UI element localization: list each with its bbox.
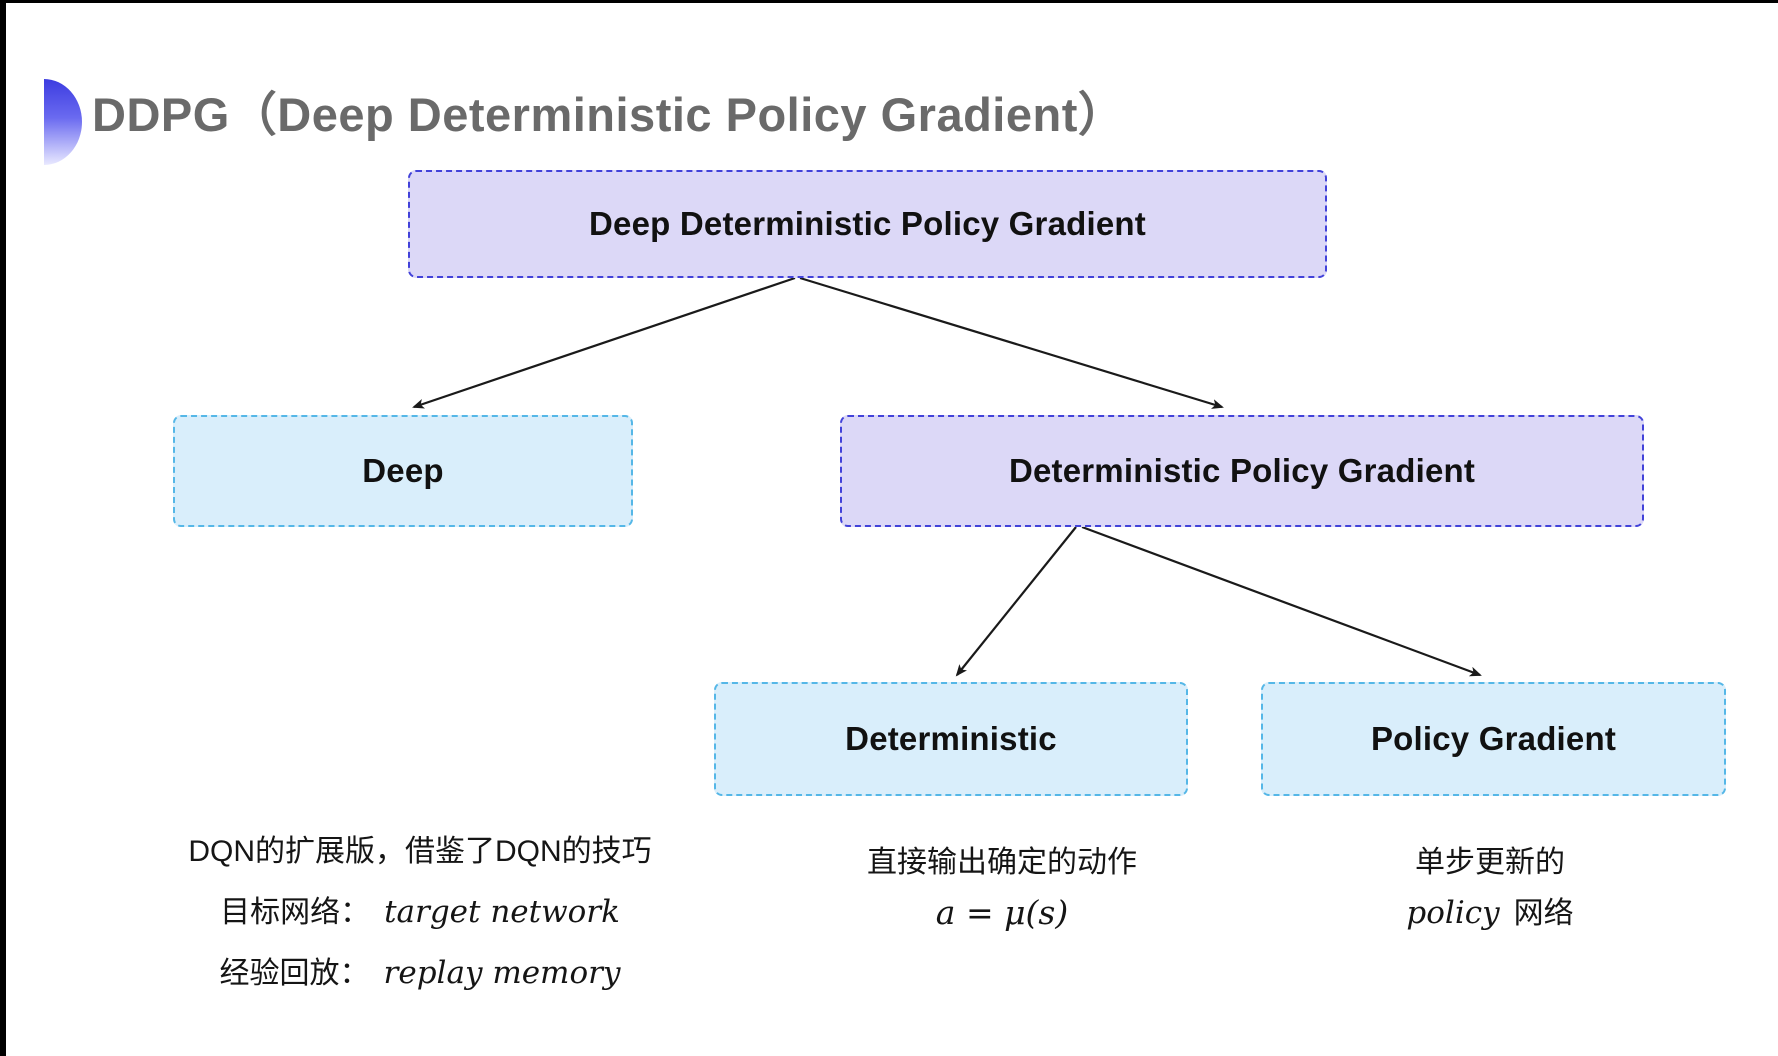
node-label: Deep bbox=[362, 452, 444, 489]
arrow-dpg-to-deterministic bbox=[955, 526, 1077, 677]
target-network-label: 目标网络： bbox=[220, 896, 371, 929]
note-deep-line3: 经验回放： replay memory bbox=[120, 943, 720, 1004]
node-label: Policy Gradient bbox=[1370, 720, 1617, 757]
node-policy-gradient: Policy Gradient bbox=[1261, 682, 1726, 796]
note-policy-gradient: 单步更新的 policy 网络 bbox=[1268, 838, 1712, 939]
note-policy-gradient-line1: 单步更新的 bbox=[1415, 846, 1565, 879]
top-border-line bbox=[0, 0, 1778, 3]
note-deep: DQN的扩展版，借鉴了DQN的技巧 目标网络： target network 经验… bbox=[120, 822, 720, 1004]
replay-memory-label: 经验回放： bbox=[219, 957, 370, 990]
note-deep-line1: DQN的扩展版，借鉴了DQN的技巧 bbox=[188, 835, 652, 868]
note-deterministic: 直接输出确定的动作 a = μ(s) bbox=[780, 838, 1224, 938]
note-deterministic-line1: 直接输出确定的动作 bbox=[867, 846, 1137, 879]
arrow-dpg-to-policy-gradient bbox=[1081, 525, 1482, 677]
policy-word: policy bbox=[1406, 895, 1500, 931]
node-deterministic: Deterministic bbox=[714, 682, 1188, 796]
note-deep-line2: 目标网络： target network bbox=[120, 882, 720, 943]
node-label: Deterministic bbox=[845, 720, 1057, 757]
node-label: Deep Deterministic Policy Gradient bbox=[589, 205, 1146, 242]
node-deep: Deep bbox=[173, 415, 633, 527]
arrow-root-to-dpg bbox=[799, 276, 1224, 409]
note-policy-gradient-line2: policy 网络 bbox=[1268, 888, 1712, 939]
node-deterministic-policy-gradient: Deterministic Policy Gradient bbox=[840, 415, 1644, 527]
node-deep-deterministic-policy-gradient: Deep Deterministic Policy Gradient bbox=[408, 170, 1327, 278]
network-word: 网络 bbox=[1513, 897, 1574, 930]
page-title: DDPG（Deep Deterministic Policy Gradient） bbox=[92, 88, 1126, 141]
target-network-value: target network bbox=[384, 894, 620, 930]
note-deterministic-formula: a = μ(s) bbox=[935, 893, 1069, 932]
node-label: Deterministic Policy Gradient bbox=[1008, 452, 1476, 489]
arrow-root-to-deep bbox=[412, 276, 796, 409]
replay-memory-value: replay memory bbox=[383, 955, 621, 991]
left-border-bar bbox=[0, 0, 6, 1056]
